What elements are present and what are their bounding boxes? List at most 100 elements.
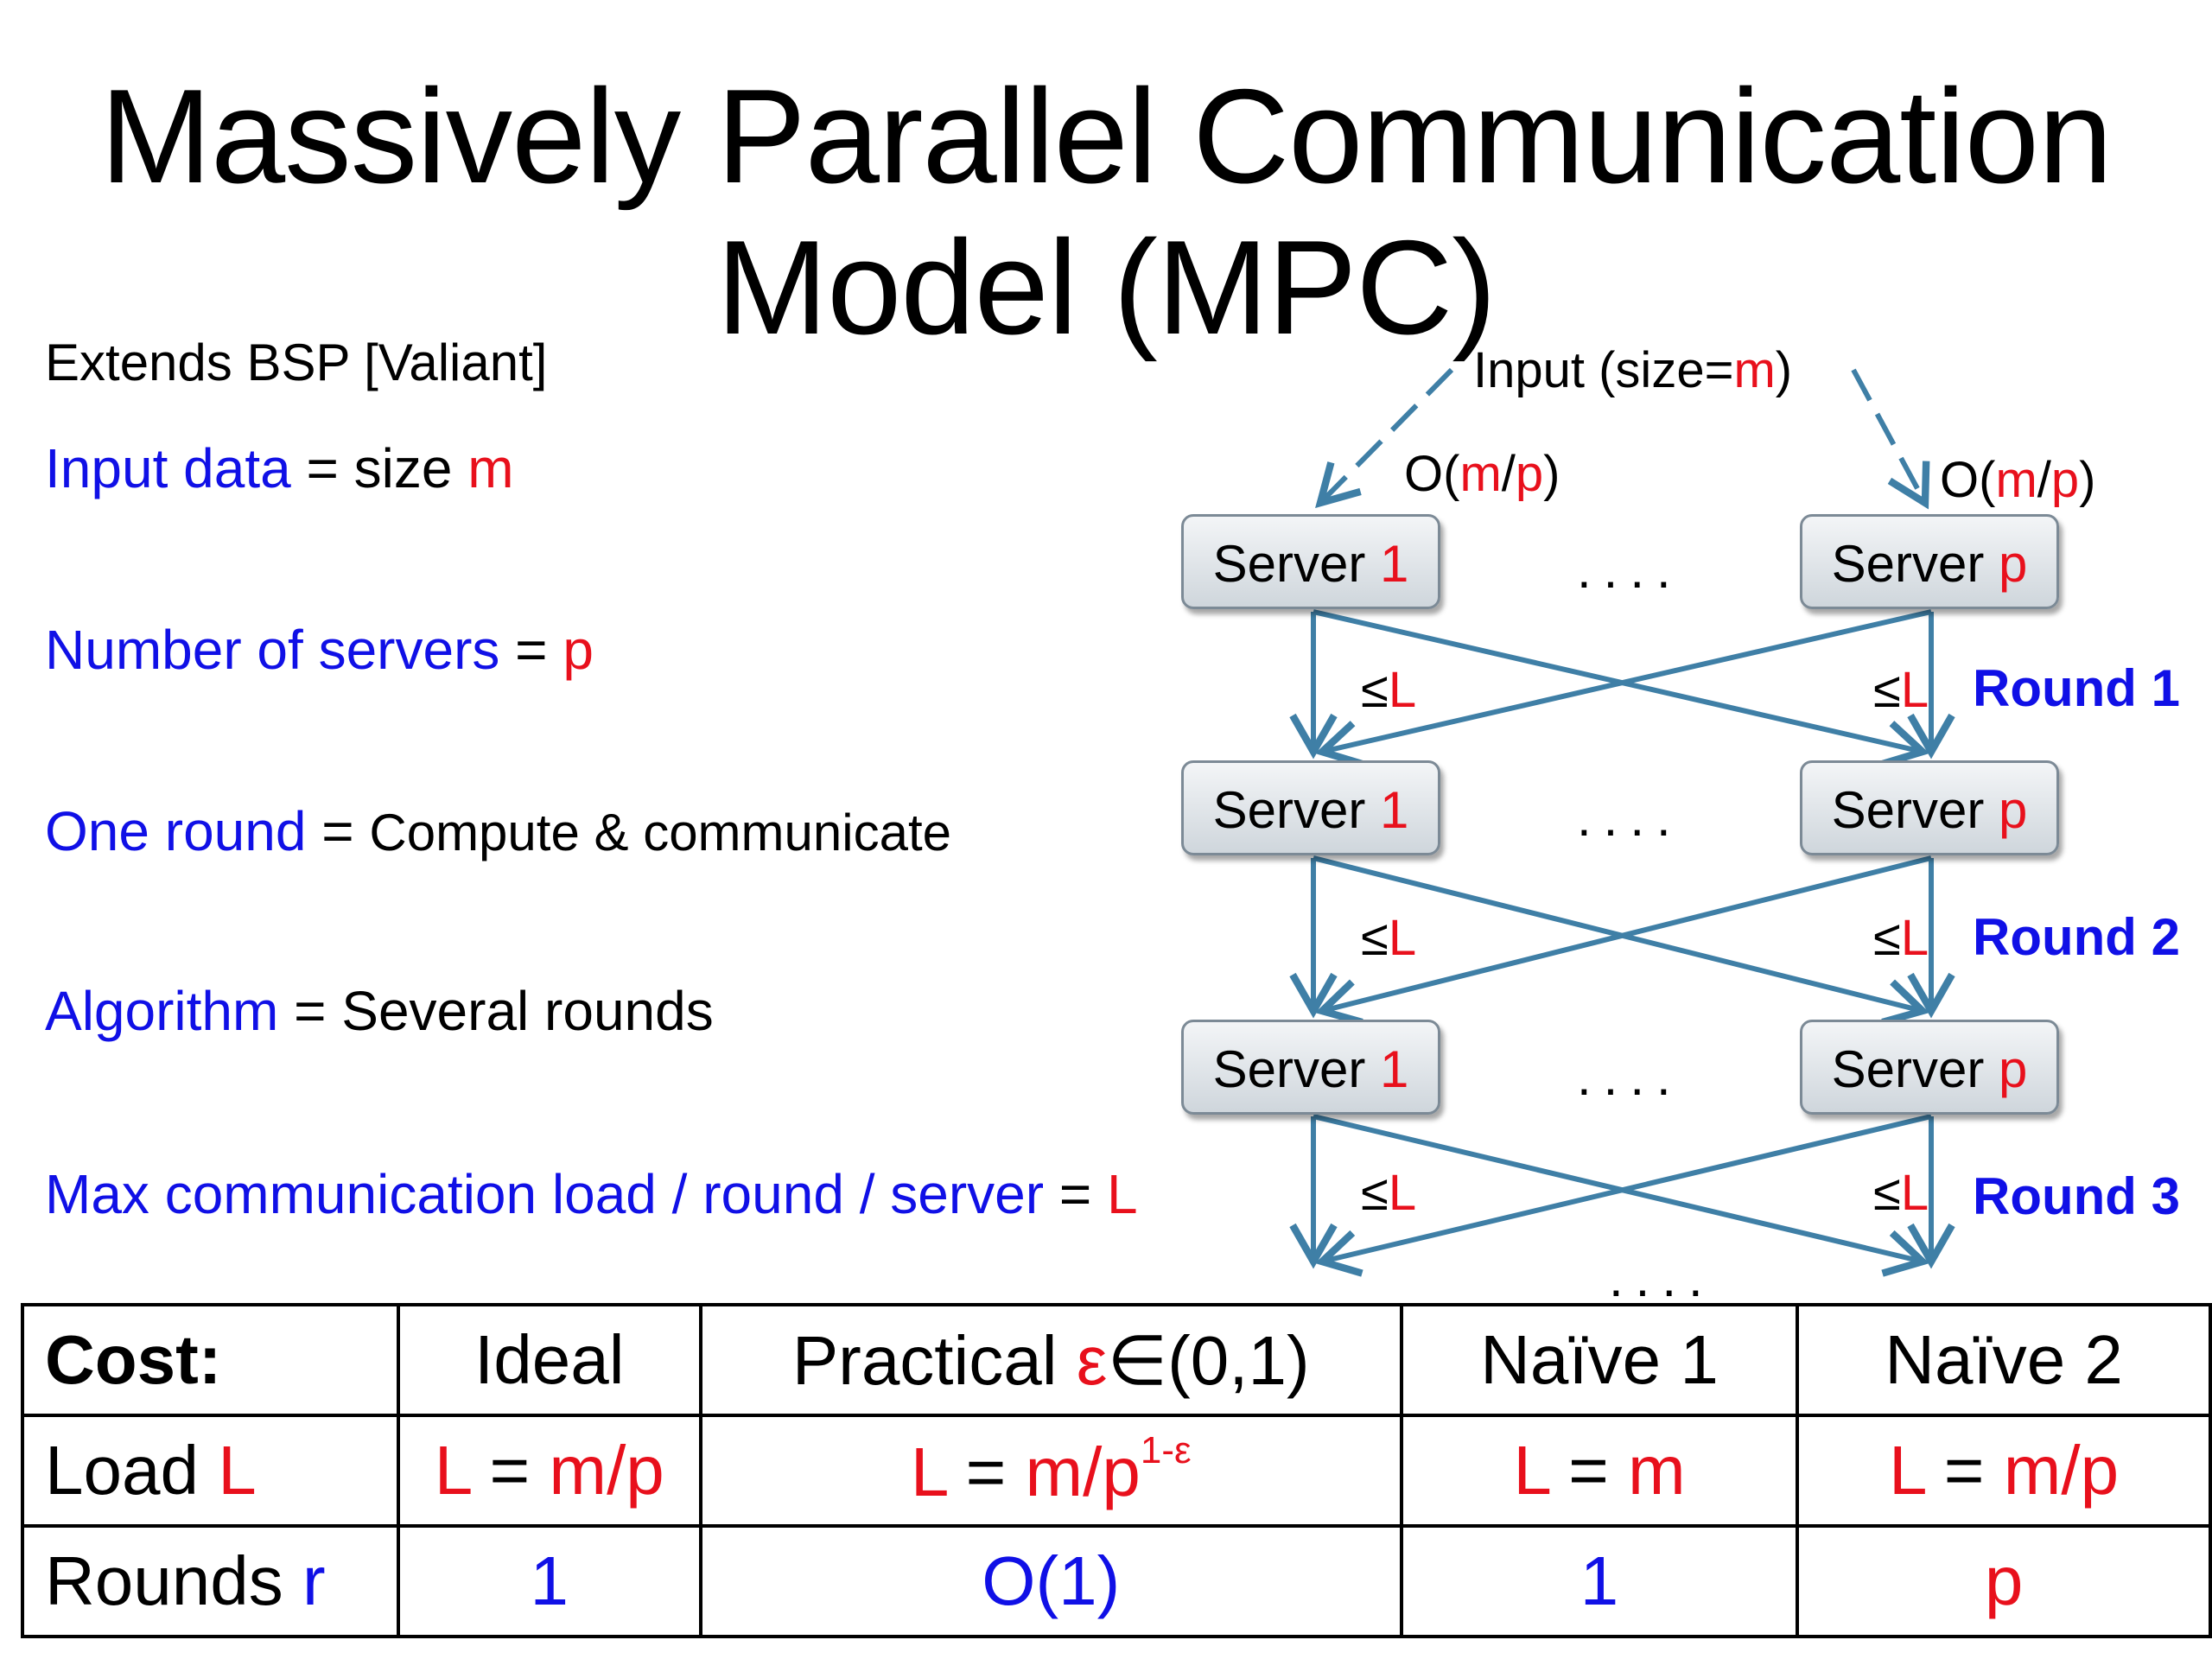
r2-cross-rl [1314,855,1932,1027]
max-load-var: L [1107,1163,1138,1225]
o-open: O( [1404,446,1460,502]
server-word: Server [1831,535,1999,593]
server-1-row3[interactable]: Server 1 [1181,1020,1440,1115]
round-2-label: Round 2 [1973,908,2180,966]
server-p-row3[interactable]: Server p [1800,1020,2059,1115]
cell-L: L [1889,1432,1925,1509]
cost-table: Cost: Ideal Practical ε∈(0,1) Naïve 1 Na… [21,1303,2212,1638]
cell-val: m/p [2003,1432,2120,1509]
one-round-text: Compute & communicate [369,804,951,861]
cell-val: m/p [1025,1433,1141,1510]
server-word: Server [1831,781,1999,839]
load-label-r1-left: ≤L [1361,661,1416,719]
le-var: L [1900,1165,1929,1221]
equals: = [1044,1163,1107,1225]
rounds-naive-2: p [1796,1524,2212,1638]
practical-range: ∈(0,1) [1107,1321,1310,1399]
input-data-text: size [353,437,468,499]
load-naive-2: L = m/p [1796,1414,2212,1528]
server-1-row1[interactable]: Server 1 [1181,514,1440,609]
rounds-word: Rounds [45,1542,302,1619]
cell-eq: = [946,1433,1026,1510]
cell-L: L [434,1432,471,1509]
page-title-line2: Model (MPC) [716,213,1497,362]
o-p: p [1515,446,1544,502]
server-index: 1 [1380,781,1409,839]
table-header-row: Cost: Ideal Practical ε∈(0,1) Naïve 1 Na… [21,1303,2212,1417]
o-close: ) [2079,452,2096,508]
ellipsis-row1: .... [1577,541,1683,599]
le-var: L [1388,910,1417,966]
equals: = [499,619,563,681]
table-row-rounds: Rounds r 1 O(1) 1 p [21,1524,2212,1638]
load-ideal: L = m/p [396,1414,702,1528]
le-var: L [1900,910,1929,966]
o-label-left: O(m/p) [1404,445,1560,503]
input-label: Input (size=m) [1473,341,1792,399]
server-word: Server [1212,781,1380,839]
ellipsis-row2: .... [1577,789,1683,847]
ellipsis-row3: .... [1577,1048,1683,1106]
header-cost: Cost: [21,1303,400,1417]
server-word: Server [1212,1040,1380,1098]
server-index: 1 [1380,535,1409,593]
equals: = [306,800,370,862]
load-practical: L = m/p1-ε [698,1414,1403,1528]
server-1-row2[interactable]: Server 1 [1181,760,1440,855]
r3-cross-rl [1314,1114,1932,1277]
o-m: m [1995,452,2037,508]
servers-var: p [563,619,594,681]
extends-note: Extends BSP [Valiant] [45,334,548,391]
algorithm-term: Algorithm [45,980,279,1042]
le-var: L [1388,662,1417,718]
rounds-practical: O(1) [698,1524,1403,1638]
rounds-ideal: 1 [396,1524,702,1638]
cell-L: L [910,1433,947,1510]
rounds-var: r [302,1542,326,1619]
practical-word: Practical [791,1321,1077,1399]
server-word: Server [1831,1040,1999,1098]
le-symbol: ≤ [1361,910,1389,966]
cell-L: L [1513,1432,1549,1509]
server-p-row2[interactable]: Server p [1800,760,2059,855]
load-label-r2-left: ≤L [1361,909,1416,967]
load-label-r1-right: ≤L [1873,661,1929,719]
o-p: p [2050,452,2080,508]
input-label-text: Input (size= [1473,342,1734,398]
input-data-line: Input data = size m [45,436,514,500]
le-var: L [1388,1165,1417,1221]
load-word: Load [45,1432,219,1509]
algorithm-line: Algorithm = Several rounds [45,979,714,1043]
cell-eq: = [1548,1432,1629,1509]
o-label-right: O(m/p) [1940,451,2095,509]
header-naive-2: Naïve 2 [1796,1303,2212,1417]
algorithm-text: Several rounds [341,980,714,1042]
server-index: 1 [1380,1040,1409,1098]
servers-term: Number of servers [45,619,500,681]
cell-val: m/p [549,1432,664,1509]
r1-cross-rl [1314,609,1932,768]
le-symbol: ≤ [1873,1165,1901,1221]
header-ideal: Ideal [396,1303,702,1417]
servers-line: Number of servers = p [45,618,594,682]
input-data-term: Input data [45,437,291,499]
row-label-rounds: Rounds r [21,1524,400,1638]
ellipsis-bottom: .... [1609,1249,1715,1307]
input-arrow-right [1851,368,1930,510]
round-3-label: Round 3 [1973,1167,2180,1225]
le-symbol: ≤ [1361,1165,1389,1221]
equals: = [278,980,342,1042]
max-load-line: Max communication load / round / server … [45,1162,1138,1226]
server-p-row1[interactable]: Server p [1800,514,2059,609]
input-label-close: ) [1775,342,1793,398]
cell-val: m [1628,1432,1686,1509]
o-slash: / [2037,452,2051,508]
practical-eps: ε [1076,1321,1108,1399]
le-symbol: ≤ [1873,910,1901,966]
input-data-var: m [467,437,514,499]
cell-eq: = [1924,1432,2004,1509]
server-index: p [1999,535,2028,593]
o-m: m [1459,446,1502,502]
o-close: ) [1543,446,1560,502]
